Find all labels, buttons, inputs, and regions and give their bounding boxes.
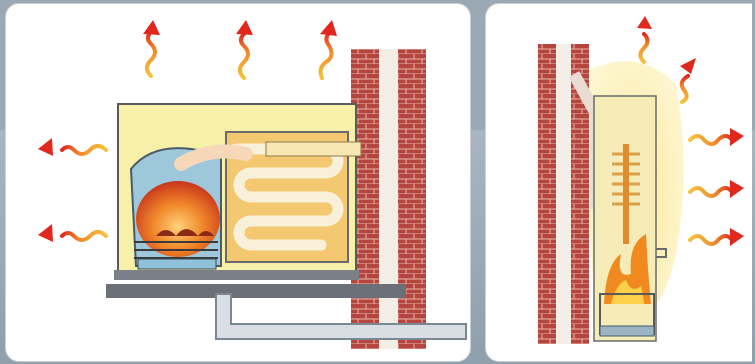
air-duct bbox=[216, 294, 466, 339]
heat-arrow-right bbox=[690, 228, 744, 246]
heat-arrow-up bbox=[320, 20, 337, 78]
heat-arrow-right bbox=[690, 128, 744, 146]
fireplace-insert-panel bbox=[485, 3, 752, 362]
stove-base bbox=[114, 270, 359, 280]
heat-arrow-left bbox=[38, 138, 106, 156]
heat-arrow-left bbox=[38, 224, 106, 242]
heat-arrow-up bbox=[236, 20, 253, 78]
heat-arrow-up bbox=[680, 58, 696, 102]
fire bbox=[136, 181, 220, 257]
stove-illustration-panel bbox=[5, 3, 471, 362]
heat-arrow-up bbox=[637, 16, 652, 62]
heat-arrow-up bbox=[143, 20, 160, 76]
heat-arrow-right bbox=[690, 180, 744, 198]
chimney-brick-wall-outer bbox=[398, 49, 426, 349]
fireplace-insert-illustration bbox=[486, 4, 752, 361]
chimney-brick-wall bbox=[538, 44, 556, 344]
stove-illustration bbox=[6, 4, 470, 361]
